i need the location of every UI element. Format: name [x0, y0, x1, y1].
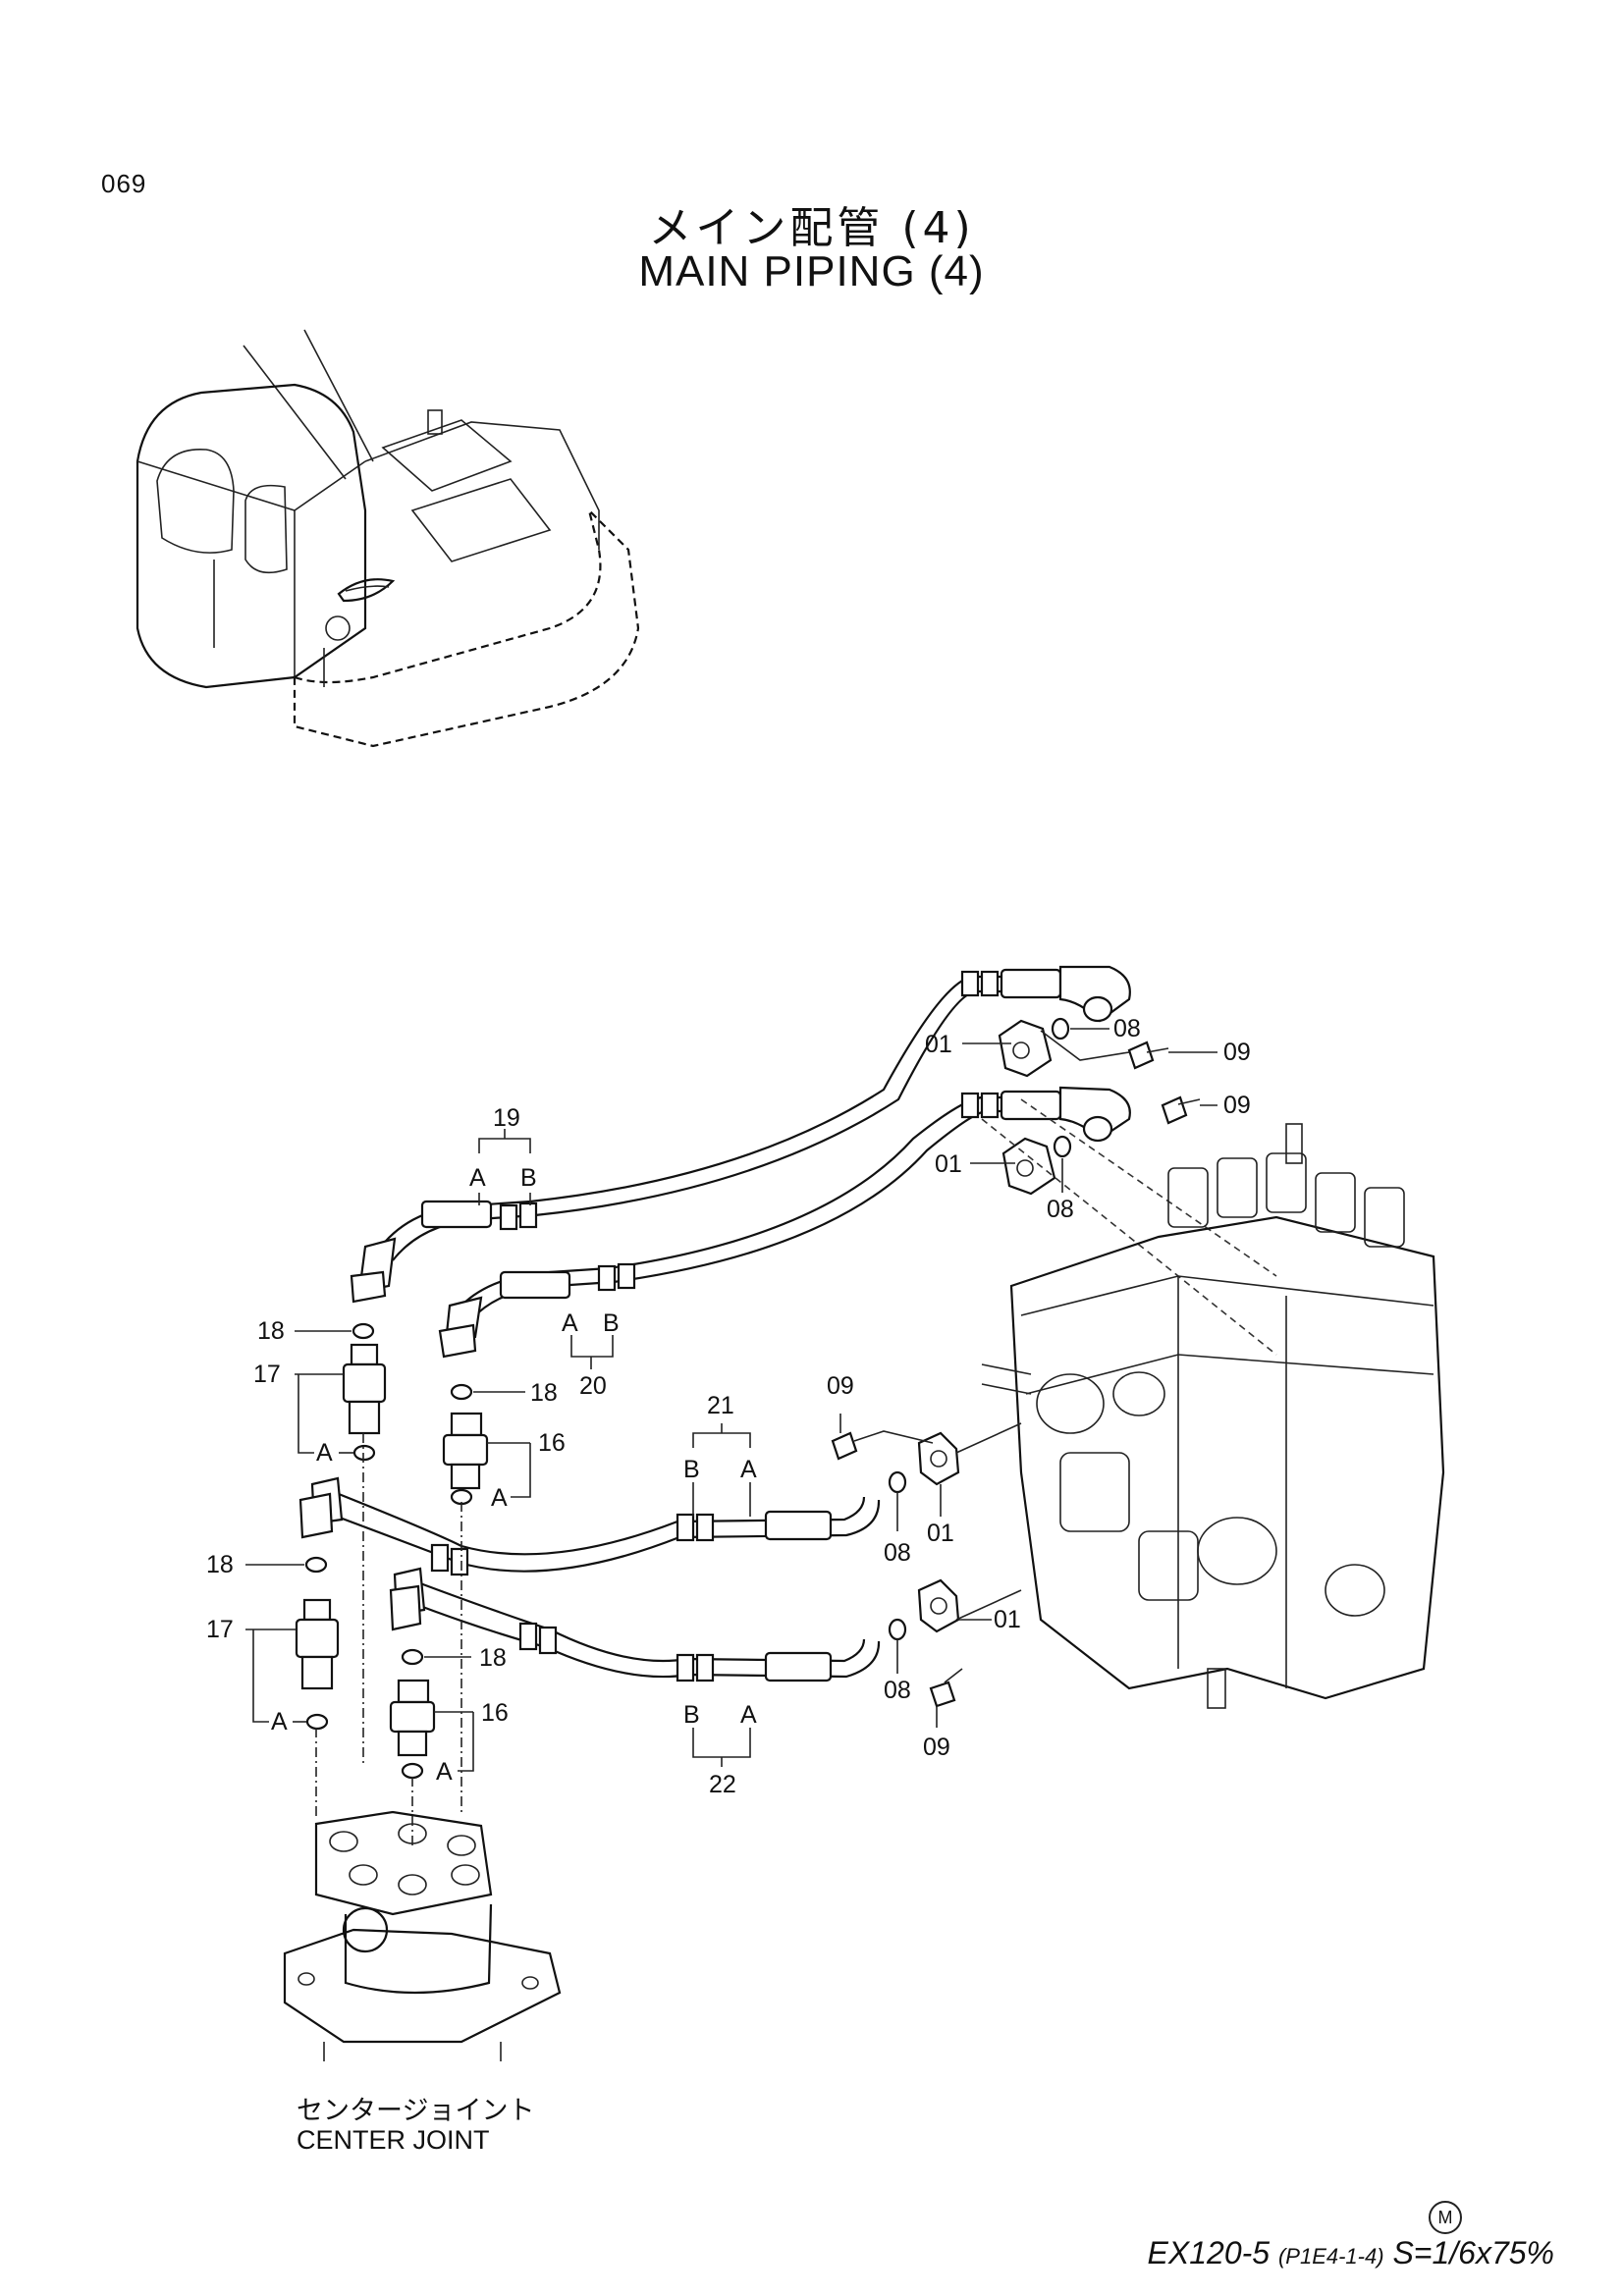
footer-scale: S=1/6x75% [1392, 2235, 1554, 2270]
callout-22: 22 [709, 1771, 736, 1798]
callout-17-upper: 17 [253, 1361, 281, 1388]
flange-fittings-upper [962, 1017, 1277, 1356]
title-english: MAIN PIPING (4) [638, 247, 985, 295]
callout-19: 19 [493, 1104, 520, 1132]
callout-17-lower: 17 [206, 1616, 234, 1643]
excavator-locator-illustration [135, 329, 640, 748]
callout-01-second: 01 [935, 1150, 962, 1178]
callout-20: 20 [579, 1372, 607, 1400]
callout-19-a: A [469, 1164, 486, 1192]
page-number: 069 [101, 169, 147, 198]
callout-09-lower: 09 [923, 1734, 950, 1761]
callout-09-second: 09 [1223, 1092, 1251, 1119]
adapter-fittings [295, 1322, 489, 1845]
callout-22-b: B [683, 1701, 700, 1729]
callout-20-b: B [603, 1309, 620, 1337]
callout-01-middle: 01 [927, 1520, 954, 1547]
callout-16-lower-a: A [436, 1758, 453, 1786]
center-joint-illustration [283, 1810, 562, 2061]
callout-18-lower-right: 18 [479, 1644, 507, 1672]
callout-leaders [245, 1129, 992, 1772]
footer-model-scale: EX120-5 (P1E4-1-4) S=1/6x75% [1148, 2235, 1554, 2271]
callout-labels: 19 A B A B 20 21 B A B A 22 18 18 18 18 … [206, 1015, 1251, 1798]
callout-22-a: A [740, 1701, 757, 1729]
callout-18-upper-left: 18 [257, 1317, 285, 1345]
callout-09-middle: 09 [827, 1372, 854, 1400]
control-valve-illustration [981, 1123, 1445, 1709]
callout-18-upper-right: 18 [530, 1379, 558, 1407]
hose-upper-pair [350, 965, 1131, 1359]
callout-08-lower: 08 [884, 1677, 911, 1704]
footer-model: EX120-5 [1147, 2235, 1271, 2270]
callout-21: 21 [707, 1392, 734, 1419]
callout-01-top: 01 [925, 1031, 952, 1058]
callout-08-middle: 08 [884, 1539, 911, 1567]
callout-16-lower: 16 [481, 1699, 509, 1727]
callout-18-lower-left: 18 [206, 1551, 234, 1578]
callout-21-a: A [740, 1456, 757, 1483]
center-joint-label-english: CENTER JOINT [297, 2125, 490, 2155]
callout-01-lower: 01 [994, 1606, 1021, 1633]
m-mark-icon: M [1429, 2201, 1462, 2234]
callout-09-top: 09 [1223, 1039, 1251, 1066]
callout-17-lower-a: A [271, 1708, 288, 1735]
callout-08-top: 08 [1113, 1015, 1141, 1042]
hose-middle-pair [298, 1422, 1022, 1708]
center-joint-label-japanese: センタージョイント [297, 2096, 535, 2126]
callout-16-upper: 16 [538, 1429, 566, 1457]
callout-21-b: B [683, 1456, 700, 1483]
footer-code: (P1E4-1-4) [1277, 2244, 1384, 2269]
callout-17-upper-a: A [316, 1439, 333, 1467]
callout-20-a: A [562, 1309, 578, 1337]
callout-08-second: 08 [1047, 1196, 1074, 1223]
title-japanese: メイン配管 (4) [648, 203, 975, 253]
callout-19-b: B [520, 1164, 537, 1192]
callout-16-upper-a: A [491, 1484, 508, 1512]
